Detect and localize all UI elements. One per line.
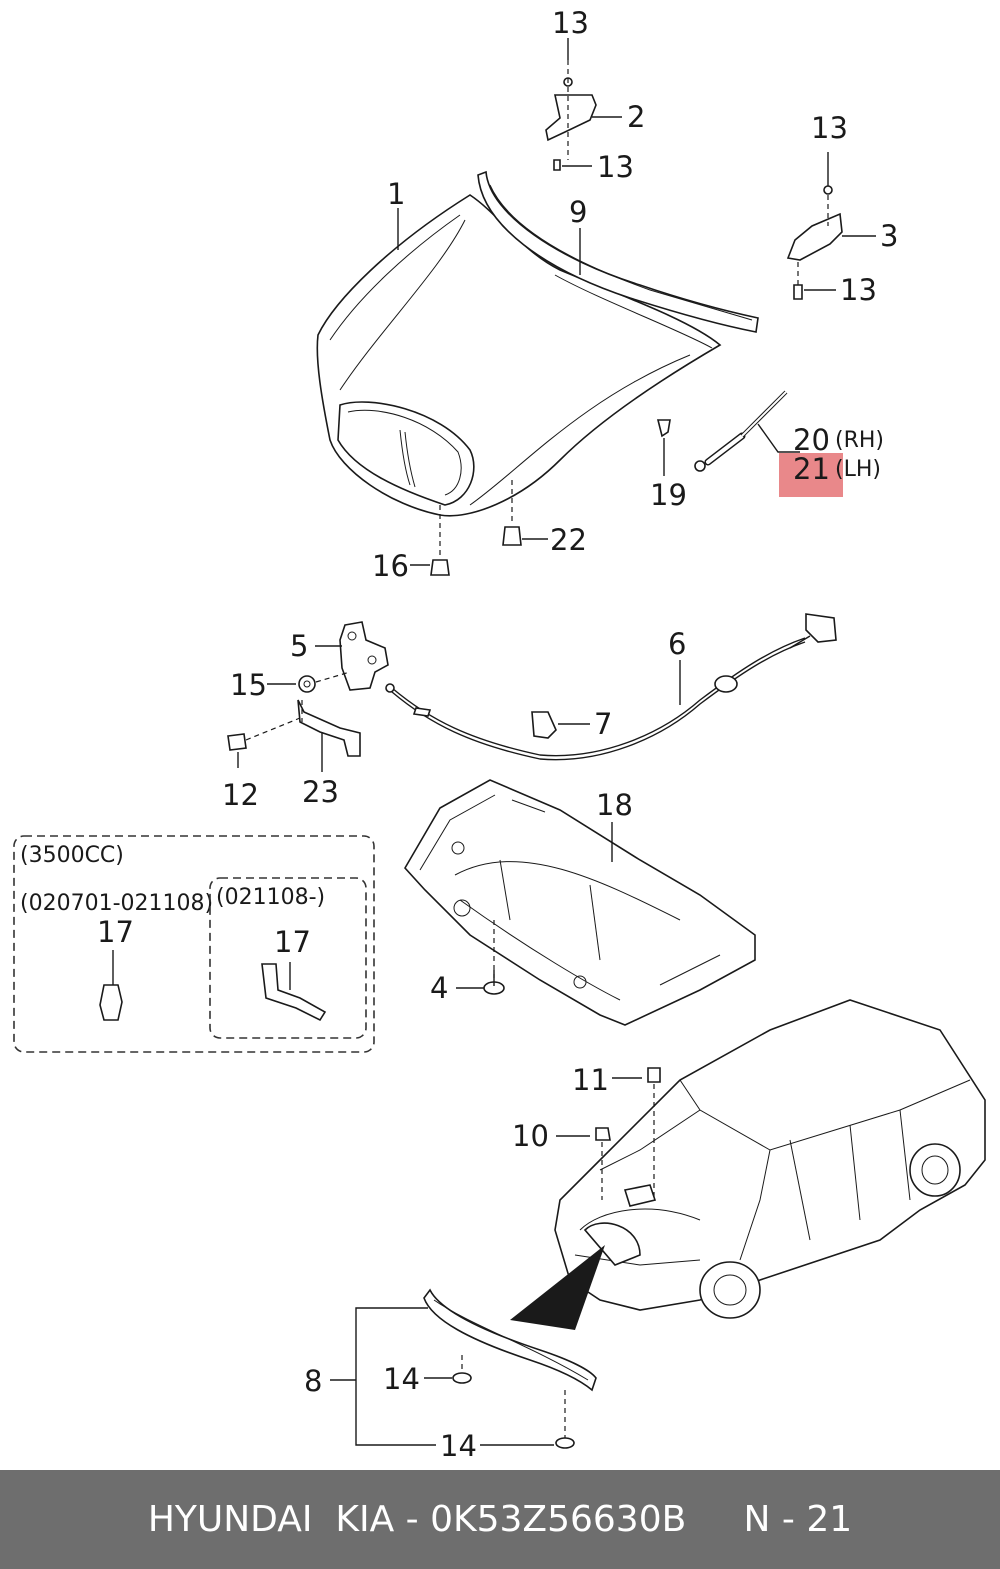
label-13-b: 13 [597, 150, 634, 184]
label-rh: (RH) [835, 428, 884, 453]
front-seal-8[interactable] [423, 1288, 597, 1392]
label-15: 15 [230, 668, 267, 702]
variant-box-021108 [209, 877, 367, 1039]
variant-range-b-label: (021108-) [216, 885, 325, 910]
cable-clip-7[interactable] [531, 711, 557, 739]
label-11: 11 [572, 1063, 609, 1097]
bolt-12[interactable] [227, 717, 301, 768]
label-4: 4 [430, 971, 448, 1005]
label-13-c: 13 [811, 111, 848, 145]
clip-14-b[interactable] [555, 1390, 575, 1449]
label-6: 6 [668, 627, 686, 661]
label-3: 3 [880, 219, 898, 253]
release-cable-6[interactable] [385, 613, 837, 761]
hood-panel[interactable] [316, 194, 722, 517]
highlight-part-21[interactable] [779, 453, 843, 497]
label-lh: (LH) [835, 457, 881, 482]
latch-bracket-23[interactable] [297, 699, 361, 772]
label-14-a: 14 [383, 1362, 420, 1396]
clip-10[interactable] [595, 1127, 611, 1200]
clip-4[interactable] [483, 920, 505, 995]
hood-hinge-2[interactable] [545, 60, 597, 171]
label-18: 18 [596, 788, 633, 822]
bumper-22[interactable] [502, 480, 522, 546]
parts-diagram: 1 9 13 2 13 13 3 13 20 (RH) 21 (LH [13, 6, 986, 1463]
nut-15[interactable] [298, 671, 351, 693]
label-19: 19 [650, 478, 687, 512]
footer-text: HYUNDAI KIA - 0K53Z56630B N - 21 [147, 1499, 853, 1540]
label-17-b: 17 [274, 925, 311, 959]
variant-engine-label: (3500CC) [20, 843, 124, 868]
label-5: 5 [290, 629, 308, 663]
label-22: 22 [550, 523, 587, 557]
vehicle-illustration [510, 999, 986, 1330]
label-14-b: 14 [440, 1429, 477, 1463]
label-9: 9 [569, 195, 587, 229]
label-23: 23 [302, 775, 339, 809]
bumper-16[interactable] [430, 505, 450, 576]
label-1: 1 [387, 177, 405, 211]
label-20: 20 [793, 423, 830, 457]
hood-hinge-3[interactable] [786, 185, 843, 300]
support-rod-17-b[interactable] [261, 962, 327, 1022]
clip-14-a[interactable] [452, 1355, 472, 1384]
hood-insulator-18[interactable] [404, 779, 756, 1026]
label-21: 21 [793, 452, 830, 486]
footer-caption: HYUNDAI KIA - 0K53Z56630B N - 21 [0, 1470, 1000, 1569]
variant-box-3500cc [13, 835, 375, 1053]
label-7: 7 [594, 707, 612, 741]
label-2: 2 [627, 100, 645, 134]
clip-11[interactable] [647, 1067, 661, 1200]
label-10: 10 [512, 1119, 549, 1153]
variant-range-a-label: (020701-021108) [20, 891, 213, 916]
label-12: 12 [222, 778, 259, 812]
label-17-a: 17 [97, 915, 134, 949]
clip-19[interactable] [656, 419, 671, 476]
hood-gas-strut[interactable] [694, 390, 788, 472]
label-8: 8 [304, 1364, 322, 1398]
hood-latch-5[interactable] [339, 621, 389, 691]
label-13-d: 13 [840, 273, 877, 307]
hood-seal-strip[interactable] [477, 170, 759, 333]
label-16: 16 [372, 549, 409, 583]
support-rod-17-a[interactable] [99, 950, 123, 1021]
label-13-a: 13 [552, 6, 589, 40]
